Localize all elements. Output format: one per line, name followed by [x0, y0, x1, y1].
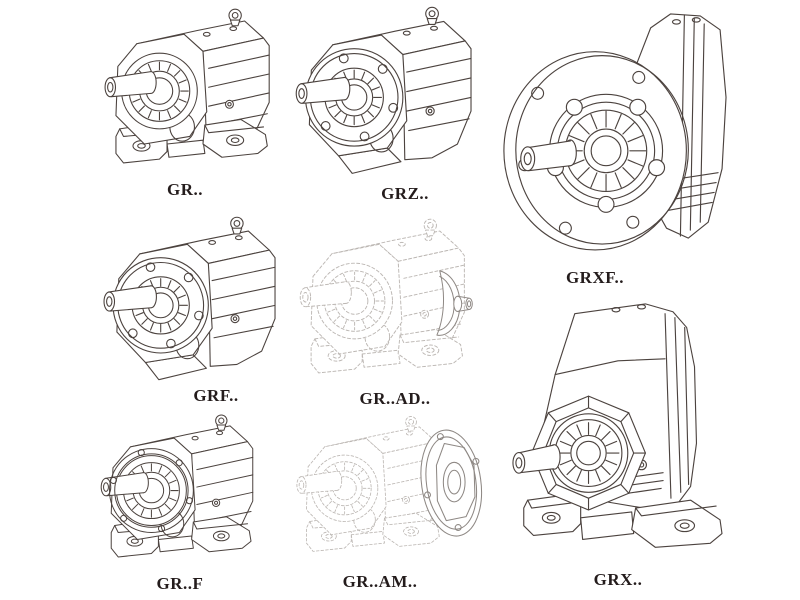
grxf-gearbox-drawing — [503, 13, 727, 251]
figure-grf — [92, 212, 278, 393]
label-grxf: GRXF.. — [565, 268, 625, 287]
grx-gearbox-drawing — [512, 303, 723, 548]
figure-grad — [290, 214, 476, 389]
label-grx: GRX.. — [593, 570, 643, 589]
output-flange — [108, 448, 194, 534]
gr-gearbox-drawing — [104, 8, 270, 164]
gram-gearbox-phantom-drawing — [296, 416, 483, 552]
figure-grxf — [492, 2, 730, 258]
grad-gearbox-phantom-drawing — [299, 218, 473, 374]
gr-f-gearbox-drawing — [100, 414, 254, 558]
motor-mount-flange — [420, 429, 483, 537]
figure-grz — [284, 2, 474, 187]
label-grfoot: GR..F — [156, 574, 204, 593]
grf-gearbox-drawing — [103, 216, 276, 381]
figure-gr — [95, 4, 275, 179]
label-grz: GRZ.. — [381, 184, 429, 203]
figure-grx — [498, 298, 734, 561]
input-adapter-flange — [436, 270, 473, 336]
figure-grfoot — [92, 410, 258, 572]
figure-gram — [288, 404, 486, 572]
label-gr: GR.. — [167, 180, 203, 199]
label-grf: GRF.. — [193, 386, 239, 405]
label-grad: GR..AD.. — [359, 389, 431, 408]
grz-gearbox-drawing — [295, 6, 472, 174]
label-gram: GR..AM.. — [342, 572, 418, 591]
